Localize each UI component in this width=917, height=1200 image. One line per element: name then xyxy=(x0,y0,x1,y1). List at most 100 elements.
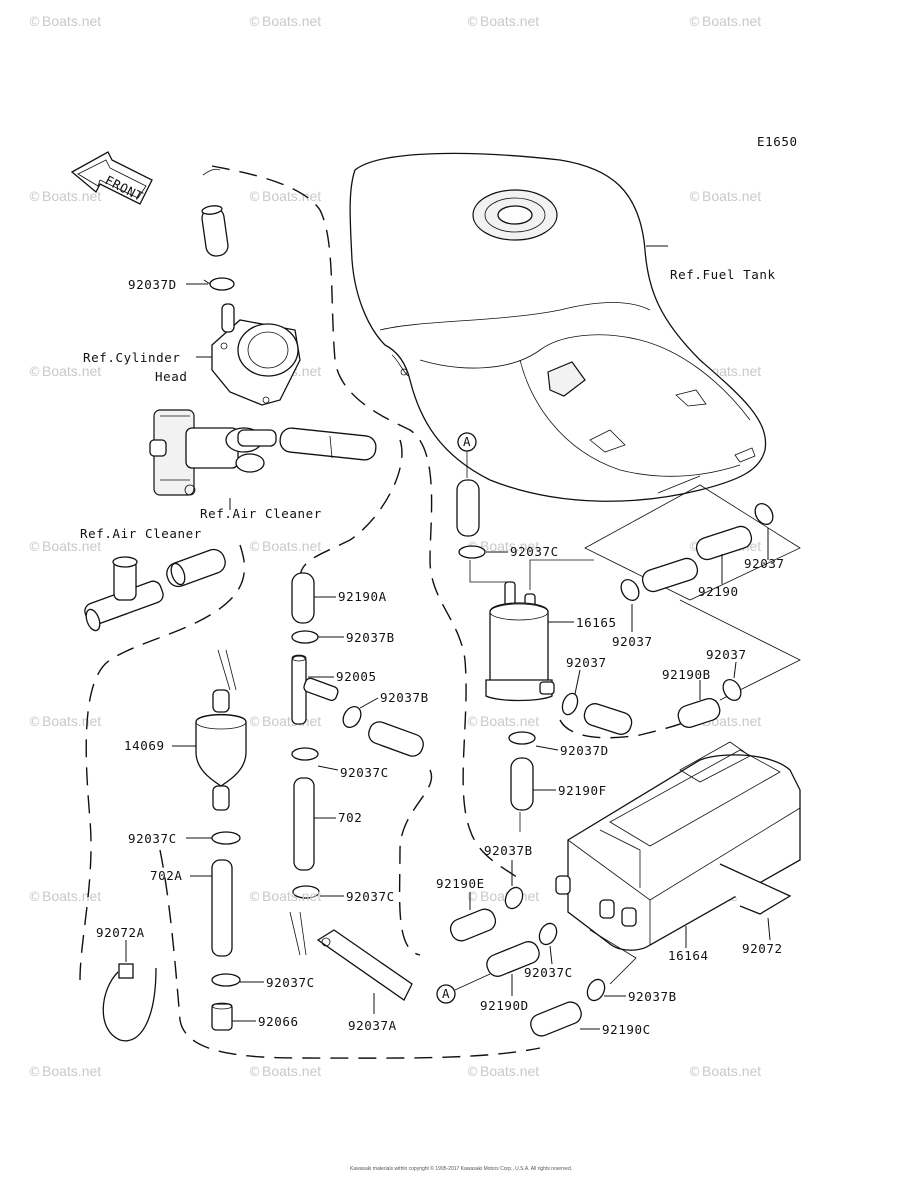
label-92037C-3: 92037C xyxy=(128,831,177,846)
svg-text:Boats.net: Boats.net xyxy=(42,1063,101,1079)
hose-702 xyxy=(293,777,315,871)
hose-92190B xyxy=(677,697,721,729)
filter-14069 xyxy=(195,689,247,811)
label-16164: 16164 xyxy=(668,948,709,963)
label-92037C-2: 92037C xyxy=(346,889,395,904)
label-ref-cylinder-head-1: Ref.Cylinder xyxy=(83,350,181,365)
footer-fine-print: Kawasaki materials within copyright © 19… xyxy=(350,1165,572,1172)
label-92037-1: 92037 xyxy=(744,556,785,571)
svg-text:©: © xyxy=(28,15,41,30)
svg-text:Boats.net: Boats.net xyxy=(42,363,101,379)
svg-text:©: © xyxy=(28,715,41,730)
clamp-92037C-6-icon xyxy=(538,922,558,946)
watermark: ©Boats.net xyxy=(688,188,761,205)
watermark: ©Boats.net xyxy=(466,713,539,730)
clamp-92037D-top-icon xyxy=(203,277,235,291)
svg-text:Boats.net: Boats.net xyxy=(42,13,101,29)
svg-text:A: A xyxy=(442,986,450,1001)
label-ref-air-cleaner-2: Ref.Air Cleaner xyxy=(80,526,202,541)
hose-air-cleaner-upper xyxy=(279,427,377,461)
clamp-92037B-4-icon xyxy=(586,978,606,1002)
label-92037C-4: 92037C xyxy=(266,975,315,990)
hose-middle-short xyxy=(368,721,424,757)
label-92037B-3: 92037B xyxy=(484,843,533,858)
hose-air-cleaner-left xyxy=(166,548,226,588)
label-92037B-2: 92037B xyxy=(380,690,429,705)
hose-pump-right xyxy=(583,703,633,735)
svg-text:Boats.net: Boats.net xyxy=(702,1063,761,1079)
plug-92066 xyxy=(211,1002,233,1031)
hose-92190-left xyxy=(641,557,699,593)
label-92037C-1: 92037C xyxy=(340,765,389,780)
svg-text:Boats.net: Boats.net xyxy=(262,13,321,29)
svg-text:©: © xyxy=(466,715,479,730)
clamp-92037B-1-icon xyxy=(291,630,319,644)
hose-702A xyxy=(211,859,233,957)
watermark: ©Boats.net xyxy=(28,188,101,205)
fitting-92005 xyxy=(291,654,339,725)
watermark: ©Boats.net xyxy=(248,13,321,30)
svg-text:Boats.net: Boats.net xyxy=(262,1063,321,1079)
diagram-id: E1650 xyxy=(757,134,798,149)
svg-text:©: © xyxy=(28,540,41,555)
watermark: ©Boats.net xyxy=(28,1063,101,1080)
hose-92190A xyxy=(291,572,315,624)
label-92005: 92005 xyxy=(336,669,377,684)
hose-92190-right xyxy=(695,525,753,561)
svg-text:A: A xyxy=(463,434,471,449)
watermark: ©Boats.net xyxy=(28,538,101,555)
label-92037D-top: 92037D xyxy=(128,277,177,292)
hose-a-top xyxy=(456,479,480,537)
watermark: ©Boats.net xyxy=(28,363,101,380)
label-92190D: 92190D xyxy=(480,998,529,1013)
svg-text:©: © xyxy=(688,15,701,30)
clamp-92037-2-icon xyxy=(620,579,640,601)
svg-text:©: © xyxy=(248,15,261,30)
label-ref-air-cleaner-1: Ref.Air Cleaner xyxy=(200,506,322,521)
clamp-92037C-1-icon xyxy=(291,747,319,761)
svg-text:©: © xyxy=(248,1065,261,1080)
label-92190E: 92190E xyxy=(436,876,485,891)
svg-text:©: © xyxy=(28,190,41,205)
svg-text:Boats.net: Boats.net xyxy=(480,713,539,729)
svg-text:Boats.net: Boats.net xyxy=(262,188,321,204)
svg-text:©: © xyxy=(688,1065,701,1080)
svg-text:Boats.net: Boats.net xyxy=(702,188,761,204)
label-92190F: 92190F xyxy=(558,783,607,798)
clamp-92037-pump-right-icon xyxy=(561,692,579,716)
label-92190: 92190 xyxy=(698,584,739,599)
svg-text:Boats.net: Boats.net xyxy=(42,713,101,729)
canister-16164 xyxy=(555,741,801,951)
watermark: ©Boats.net xyxy=(688,13,761,30)
watermark: ©Boats.net xyxy=(466,1063,539,1080)
label-92066: 92066 xyxy=(258,1014,299,1029)
label-92037-2: 92037 xyxy=(612,634,653,649)
label-92037-3: 92037 xyxy=(566,655,607,670)
watermark: ©Boats.net xyxy=(248,1063,321,1080)
label-702: 702 xyxy=(338,810,362,825)
svg-text:©: © xyxy=(28,1065,41,1080)
svg-text:©: © xyxy=(28,890,41,905)
svg-text:©: © xyxy=(248,190,261,205)
watermark: ©Boats.net xyxy=(248,538,321,555)
label-92037D-2: 92037D xyxy=(560,743,609,758)
clamp-92037C-2-icon xyxy=(292,885,320,899)
fuel-tank xyxy=(349,152,767,502)
svg-text:Boats.net: Boats.net xyxy=(42,888,101,904)
label-ref-cylinder-head-2: Head xyxy=(155,369,188,384)
label-92037-4: 92037 xyxy=(706,647,747,662)
svg-text:Boats.net: Boats.net xyxy=(262,538,321,554)
label-16165: 16165 xyxy=(576,615,617,630)
label-92072: 92072 xyxy=(742,941,783,956)
callout-a-bottom-icon: A xyxy=(436,984,456,1004)
svg-text:©: © xyxy=(688,190,701,205)
label-92037C-5: 92037C xyxy=(510,544,559,559)
air-cleaner-valve xyxy=(149,409,277,496)
clamp-92037C-4-icon xyxy=(211,973,241,987)
clamp-92037B-3-icon xyxy=(504,886,524,910)
svg-text:©: © xyxy=(466,15,479,30)
label-92037B-1: 92037B xyxy=(346,630,395,645)
label-92190B: 92190B xyxy=(662,667,711,682)
hose-top-left xyxy=(201,205,229,257)
